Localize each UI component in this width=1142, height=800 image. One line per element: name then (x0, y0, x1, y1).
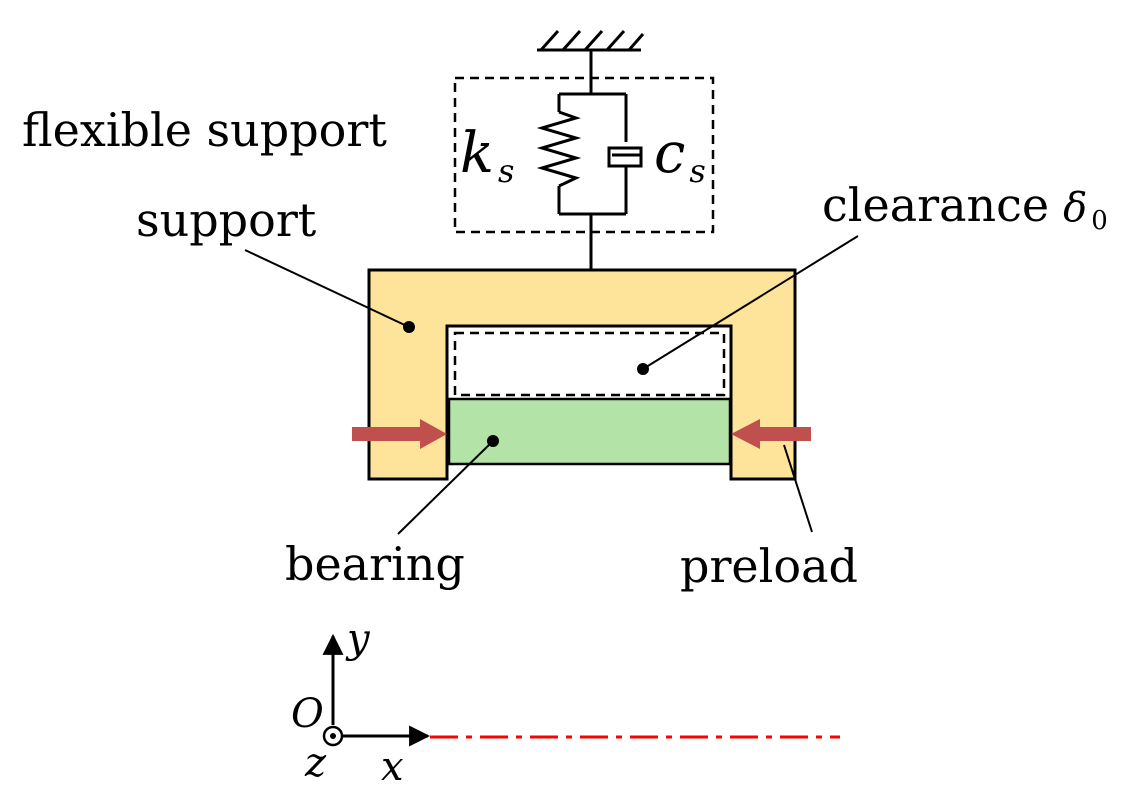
stiffness-symbol: k (460, 121, 494, 186)
clearance-label: clearance (822, 178, 1049, 232)
support-body (367, 268, 797, 481)
bearing-dot (487, 435, 499, 447)
clearance-leader (642, 235, 859, 370)
preload-arrow-left (352, 419, 447, 449)
spring-icon (536, 110, 582, 188)
stiffness-subscript: s (498, 152, 514, 190)
support-leader (244, 249, 410, 328)
coordinate-axes (322, 633, 431, 747)
support-dot (403, 321, 415, 333)
bearing-label: bearing (285, 537, 465, 591)
damping-symbol: c (654, 121, 685, 186)
axis-y-label: y (345, 616, 371, 662)
preload-leader (783, 444, 813, 533)
clearance-symbol: δ (1063, 185, 1087, 231)
z-axis-dot-icon (330, 733, 336, 739)
stiffness-symbol-group: k s (460, 121, 514, 190)
clearance-box (453, 331, 726, 397)
damping-symbol-group: c s (654, 121, 706, 190)
damper-icon (607, 146, 643, 168)
axis-x-label: x (381, 744, 404, 790)
flexible-support-label: flexible support (22, 103, 387, 157)
support-label: support (136, 193, 317, 247)
origin-label: O (291, 691, 324, 737)
clearance-dot (637, 363, 649, 375)
spring-damper (536, 50, 643, 270)
axis-z-label: z (304, 740, 327, 786)
bearing-body (447, 397, 732, 466)
ground-hatch (537, 29, 645, 52)
damping-subscript: s (689, 152, 705, 190)
preload-label: preload (680, 539, 858, 593)
flexible-support-box (453, 76, 715, 234)
clearance-subscript: 0 (1091, 206, 1108, 236)
bearing-leader (397, 440, 494, 535)
preload-arrow-right (731, 419, 811, 449)
clearance-label-group: clearance δ 0 (822, 178, 1108, 236)
